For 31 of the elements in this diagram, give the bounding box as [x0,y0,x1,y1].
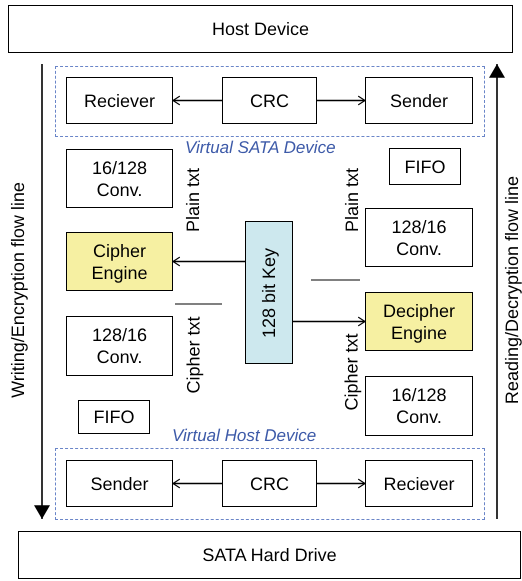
engine-box: Decipher Engine [365,292,473,351]
arrow [172,256,245,266]
group-title: Virtual Host Device [172,426,316,446]
process-box: CRC [222,460,317,507]
key-box: 128 bit Key [245,221,293,364]
process-box: 16/128 Conv. [66,149,173,208]
arrow [317,96,366,106]
process-box: FIFO [389,148,461,185]
device-box: SATA Hard Drive [18,531,521,579]
process-box: 128/16 Conv. [365,208,473,267]
group-title: Virtual SATA Device [185,138,336,158]
arrow [172,478,222,488]
arrow [317,478,366,488]
arrow [172,96,222,106]
text-label: Plain txt [342,168,362,232]
engine-box: Cipher Engine [66,232,173,291]
process-box: Sender [66,460,173,507]
text-label: Plain txt [183,168,204,232]
process-box: 16/128 Conv. [365,376,473,436]
process-box: CRC [222,77,317,124]
arrow [293,316,366,326]
text-label: Cipher txt [183,316,204,394]
flow-line-label: Writing/Encryption flow line [8,182,28,398]
process-box: Reciever [66,77,173,124]
process-box: 128/16 Conv. [66,316,173,376]
device-box: Host Device [8,5,513,53]
process-box: FIFO [78,400,150,434]
process-box: Reciever [365,460,473,507]
process-box: Sender [365,77,473,124]
flow-line-label: Reading/Decryption flow line [502,176,522,404]
text-label: Cipher txt [341,333,362,411]
